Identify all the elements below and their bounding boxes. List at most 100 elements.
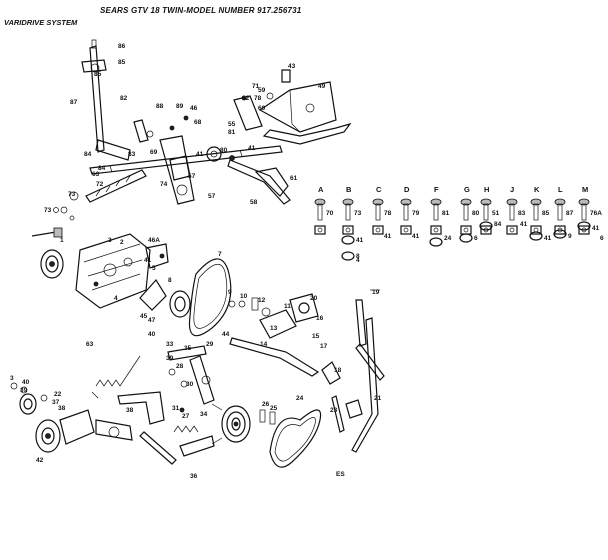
hardware-lower-12: 6 [600, 235, 604, 242]
callout-middle-23: 47 [148, 317, 156, 324]
callout-lower-2: 40 [22, 379, 30, 386]
callout-upper-29: 84 [98, 165, 106, 172]
hardware-letter-J: J [510, 185, 514, 194]
washer-7 [577, 221, 591, 231]
nut-hole-C [375, 227, 381, 233]
callout-upper-26: 41 [248, 145, 256, 152]
callout-upper-28: 83 [128, 151, 136, 158]
callout-lower-4: 39 [20, 387, 28, 394]
callout-upper-13: 62 [242, 95, 250, 102]
callout-middle-25: 40 [148, 331, 156, 338]
callout-upper-24: 69 [150, 149, 158, 156]
callout-middle-12: 12 [258, 297, 266, 304]
callout-middle-7: 7 [218, 251, 222, 258]
callout-upper-9: 49 [318, 83, 326, 90]
hardware-part-D: 79 [412, 210, 420, 217]
nut-M [578, 225, 590, 235]
callout-middle-13: 13 [270, 325, 278, 332]
callout-middle-14: 14 [260, 341, 268, 348]
bolt-head-M [578, 198, 590, 206]
nut-F [430, 225, 442, 235]
callout-lower-19: 23 [330, 407, 338, 414]
callout-middle-24: 39 [166, 355, 174, 362]
callout-upper-1: 85 [118, 59, 126, 66]
hardware-letter-M: M [582, 185, 588, 194]
hardware-letter-C: C [376, 185, 382, 194]
washer-1 [341, 251, 355, 261]
bolt-shank-A [317, 203, 323, 221]
washer-0 [341, 235, 355, 245]
hardware-part-F: 81 [442, 210, 450, 217]
callout-lower-0: 63 [86, 341, 94, 348]
nut-H [480, 225, 492, 235]
bolt-head-C [372, 198, 384, 206]
callout-middle-6: 4 [114, 295, 118, 302]
callout-lower-12: 29 [206, 341, 214, 348]
callout-lower-7: 38 [126, 407, 134, 414]
callout-upper-7: 46 [190, 105, 198, 112]
callout-middle-11: 11 [284, 303, 291, 310]
callout-lower-3: 22 [54, 391, 62, 398]
washer-2 [429, 237, 443, 247]
bolt-head-K [530, 198, 542, 206]
callout-upper-31: 72 [96, 181, 104, 188]
bolt-shank-L [557, 203, 563, 221]
callout-upper-32: 73 [68, 191, 76, 198]
nut-J [506, 225, 518, 235]
callout-middle-0: 1 [60, 237, 64, 244]
hardware-lower-10: 9 [568, 233, 572, 240]
washer-5 [529, 231, 543, 241]
callout-upper-16: 80 [220, 147, 228, 154]
callout-middle-8: 8 [168, 277, 172, 284]
hardware-lower-4: 8 [356, 253, 360, 260]
callout-upper-4: 82 [120, 95, 128, 102]
hardware-part-A: 70 [326, 210, 334, 217]
nut-C [372, 225, 384, 235]
callout-upper-21: 55 [228, 121, 236, 128]
callout-lower-15: 27 [182, 413, 190, 420]
nut-L [554, 225, 566, 235]
bolt-head-J [506, 198, 518, 206]
callout-middle-9: 9 [228, 289, 232, 296]
upper-lever-assembly [31, 39, 352, 238]
hardware-part-H: 51 [492, 210, 500, 217]
bolt-shank-M [581, 203, 587, 221]
hardware-lower-5: 24 [444, 235, 452, 242]
nut-B [342, 225, 354, 235]
nut-hole-F [433, 227, 439, 233]
callout-middle-1: 2 [120, 239, 124, 246]
callout-upper-30: 63 [92, 171, 100, 178]
bolt-shank-C [375, 203, 381, 221]
nut-hole-G [463, 227, 469, 233]
nut-G [460, 225, 472, 235]
callout-upper-0: 86 [118, 43, 126, 50]
callout-middle-19: 19 [372, 289, 380, 296]
callout-lower-5: 37 [52, 399, 60, 406]
callout-middle-5: 5 [152, 265, 156, 272]
callout-upper-15: 81 [228, 129, 236, 136]
nut-hole-J [509, 227, 515, 233]
callout-upper-14: 78 [254, 95, 262, 102]
diagram-title: SEARS GTV 18 TWIN-MODEL NUMBER 917.25673… [100, 6, 302, 15]
callout-lower-16: 26 [262, 401, 270, 408]
hardware-lower-3: 41 [412, 233, 420, 240]
middle-pulley-assembly [40, 233, 385, 385]
callout-upper-27: 57 [208, 193, 216, 200]
washer-4 [479, 221, 493, 231]
bolt-shank-K [533, 203, 539, 221]
hardware-lower-2: 41 [384, 233, 392, 240]
callout-upper-3: 87 [70, 99, 78, 106]
hardware-letter-A: A [318, 185, 324, 194]
callout-lower-22: 42 [36, 457, 44, 464]
hardware-part-K: 85 [542, 210, 550, 217]
bolt-shank-B [345, 203, 351, 221]
bolt-head-F [430, 198, 442, 206]
bolt-head-L [554, 198, 566, 206]
callout-upper-10: 84 [84, 151, 92, 158]
hardware-lower-9: 41 [544, 235, 552, 242]
callout-upper-2: 85 [94, 71, 102, 78]
hardware-lower-0: 41 [356, 237, 364, 244]
callout-upper-23: 58 [250, 199, 258, 206]
bolt-head-A [314, 198, 326, 206]
callout-lower-14: 30 [186, 381, 194, 388]
